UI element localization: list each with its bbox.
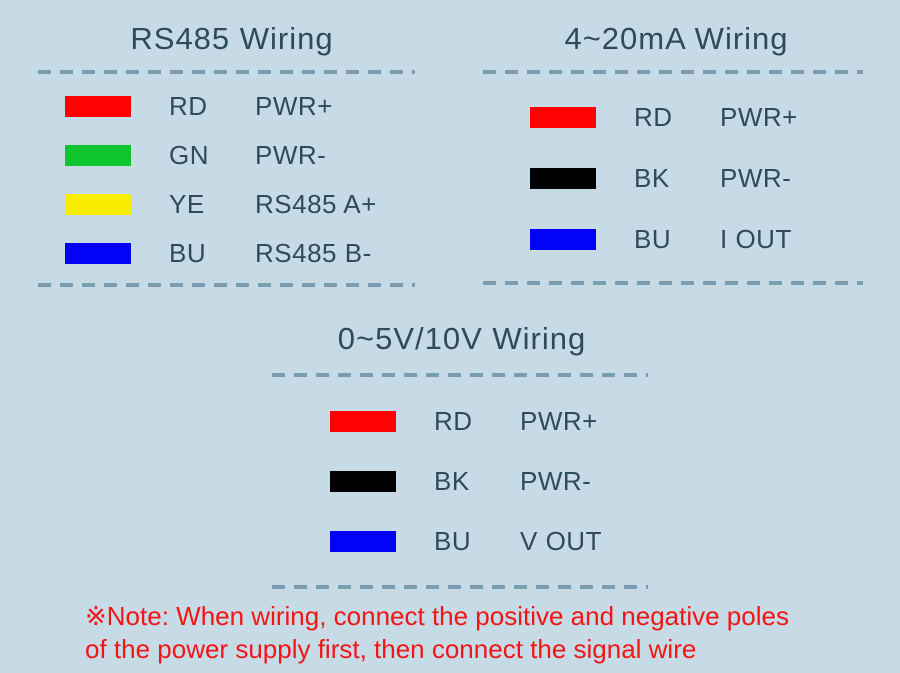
wire-code: RD	[169, 91, 208, 121]
wire-list-0-5v-10v: RD PWR+ BK PWR- BU V OUT	[330, 406, 602, 556]
wire-color-swatch	[330, 471, 396, 492]
wire-row: RD PWR+	[530, 102, 798, 132]
dashed-divider	[483, 281, 863, 285]
wire-row: BU RS485 B-	[65, 238, 377, 268]
wire-signal: PWR-	[255, 140, 327, 170]
wire-color-swatch	[530, 229, 596, 250]
wire-color-swatch	[65, 96, 131, 117]
wire-code: BU	[434, 526, 472, 556]
wiring-note-line-2: of the power supply first, then connect …	[85, 634, 697, 664]
wire-color-swatch	[65, 194, 131, 215]
wire-row: YE RS485 A+	[65, 189, 377, 219]
wire-list-4-20ma: RD PWR+ BK PWR- BU I OUT	[530, 102, 798, 254]
dashed-divider	[38, 70, 415, 74]
wire-row: GN PWR-	[65, 140, 377, 170]
wire-signal: PWR+	[255, 91, 333, 121]
wire-code: RD	[434, 406, 473, 436]
wire-code: BK	[434, 466, 470, 496]
wire-code: GN	[169, 140, 209, 170]
section-title-rs485: RS485 Wiring	[130, 21, 334, 56]
wire-signal: PWR+	[720, 102, 798, 132]
wire-signal: I OUT	[720, 224, 792, 254]
wiring-note: ※Note: When wiring, connect the positive…	[85, 600, 789, 666]
wire-color-swatch	[330, 411, 396, 432]
wire-signal: PWR-	[720, 163, 792, 193]
wire-code: BK	[634, 163, 670, 193]
section-title-4-20ma: 4~20mA Wiring	[564, 21, 789, 56]
wire-signal: RS485 B-	[255, 238, 372, 268]
wire-row: RD PWR+	[65, 91, 377, 121]
wire-code: BU	[634, 224, 672, 254]
wire-color-swatch	[65, 145, 131, 166]
wire-color-swatch	[530, 168, 596, 189]
wire-code: BU	[169, 238, 207, 268]
wire-row: BK PWR-	[530, 163, 798, 193]
dashed-divider	[272, 373, 648, 377]
wire-signal: PWR-	[520, 466, 592, 496]
wire-color-swatch	[65, 243, 131, 264]
wiring-note-line-1: ※Note: When wiring, connect the positive…	[85, 601, 789, 631]
wire-code: RD	[634, 102, 673, 132]
wire-code: YE	[169, 189, 205, 219]
wire-signal: PWR+	[520, 406, 598, 436]
wire-row: BK PWR-	[330, 466, 602, 496]
wire-signal: RS485 A+	[255, 189, 377, 219]
wire-row: RD PWR+	[330, 406, 602, 436]
wire-color-swatch	[330, 531, 396, 552]
wire-signal: V OUT	[520, 526, 602, 556]
wire-list-rs485: RD PWR+ GN PWR- YE RS485 A+ BU RS485 B-	[65, 91, 377, 268]
wire-row: BU V OUT	[330, 526, 602, 556]
dashed-divider	[272, 585, 648, 589]
dashed-divider	[483, 70, 863, 74]
wire-color-swatch	[530, 107, 596, 128]
section-title-0-5v-10v: 0~5V/10V Wiring	[337, 321, 587, 356]
wire-row: BU I OUT	[530, 224, 798, 254]
dashed-divider	[38, 283, 415, 287]
